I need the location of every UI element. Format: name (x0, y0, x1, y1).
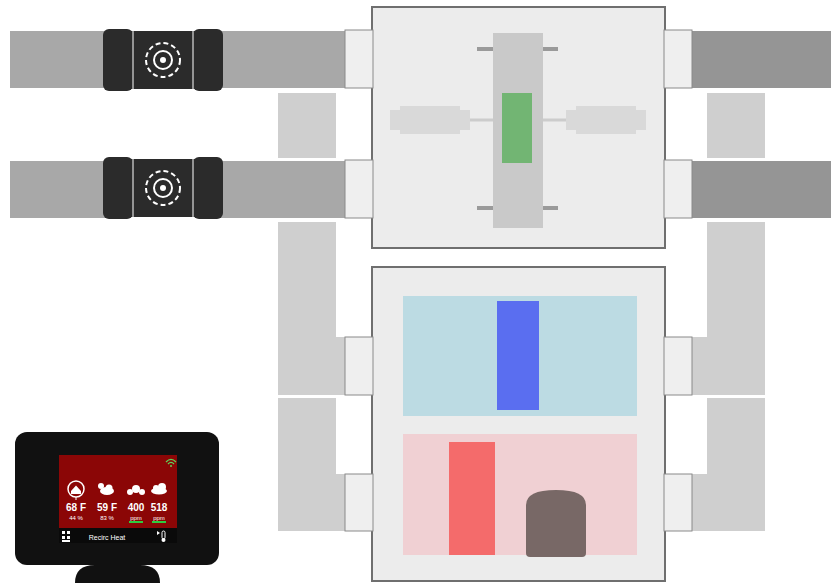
co2-icon (139, 489, 145, 495)
damper-seam (193, 157, 194, 219)
duct-collar (664, 474, 692, 531)
damper-body (130, 31, 196, 89)
duct (690, 161, 831, 218)
filter (502, 93, 532, 163)
duct (10, 161, 105, 218)
damper-body (130, 159, 196, 217)
home-icon (71, 486, 81, 495)
menu-icon (67, 536, 70, 539)
duct (10, 31, 105, 88)
display-reading: 518 (151, 503, 168, 513)
air-quality-bar (152, 521, 166, 523)
heating-coil (449, 442, 495, 555)
cooling-section (403, 296, 637, 416)
air-quality-bar (129, 521, 143, 523)
menu-icon (62, 531, 65, 534)
display-reading: Recirc Heat (89, 534, 126, 541)
menu-icon (62, 540, 70, 542)
duct (220, 161, 347, 218)
duct (278, 222, 346, 395)
duct-collar (664, 160, 692, 218)
fan (526, 490, 586, 557)
thermostat-screen (59, 455, 177, 543)
duct-collar (345, 160, 373, 218)
display-reading: 44 % (69, 515, 83, 521)
menu-icon (62, 536, 65, 539)
duct-collar (345, 30, 373, 88)
damper-blade (146, 43, 180, 77)
voc-icon (153, 485, 159, 491)
screen-status-bar (59, 528, 177, 543)
display-reading: ppm (153, 515, 165, 521)
thermostat-stand (75, 565, 160, 583)
thermometer-icon (162, 538, 166, 542)
home-icon (68, 481, 84, 497)
display-reading: 68 F (66, 503, 86, 513)
weather-icon (106, 485, 113, 492)
damper-flange (103, 29, 133, 91)
duct-collar (345, 474, 373, 531)
voc-icon (158, 483, 166, 491)
duct (707, 93, 765, 158)
duct-collar (664, 30, 692, 88)
damper-hub (154, 51, 172, 69)
wifi-icon (166, 460, 176, 463)
heating-section (403, 434, 637, 555)
motor (576, 106, 636, 134)
damper-axle (160, 57, 166, 63)
coil-housing (372, 267, 665, 581)
damper-blade (146, 171, 180, 205)
damper-flange (193, 157, 223, 219)
thermometer-icon (157, 531, 160, 535)
duct-collar (664, 337, 692, 395)
duct (278, 398, 346, 531)
co2-icon (127, 489, 133, 495)
wifi-icon (170, 465, 172, 467)
damper-flange (193, 29, 223, 91)
duct (690, 222, 765, 395)
cooling-coil (497, 301, 539, 410)
duct-collar (345, 337, 373, 395)
duct (278, 93, 336, 158)
co2-icon (132, 485, 140, 493)
thermostat-body (15, 432, 219, 565)
duct (690, 398, 765, 531)
damper-hub (154, 179, 172, 197)
motor (400, 106, 460, 134)
display-reading: 400 (128, 503, 145, 513)
damper-flange (103, 157, 133, 219)
duct (220, 31, 347, 88)
display-reading: 59 F (97, 503, 117, 513)
damper-seam (133, 157, 134, 219)
exchanger-housing (372, 7, 665, 248)
thermometer-icon (162, 531, 165, 539)
damper-seam (193, 29, 194, 91)
damper-seam (133, 29, 134, 91)
display-reading: 83 % (100, 515, 114, 521)
damper-axle (160, 185, 166, 191)
menu-icon (67, 531, 70, 534)
display-reading: ppm (130, 515, 142, 521)
duct (690, 31, 831, 88)
thermostat-display: 68 F 44 % 59 F 83 % 400 ppm 518 ppmRecirc Heat (59, 455, 177, 543)
wifi-icon (168, 463, 174, 465)
core (493, 33, 543, 228)
home-icon (76, 497, 77, 500)
